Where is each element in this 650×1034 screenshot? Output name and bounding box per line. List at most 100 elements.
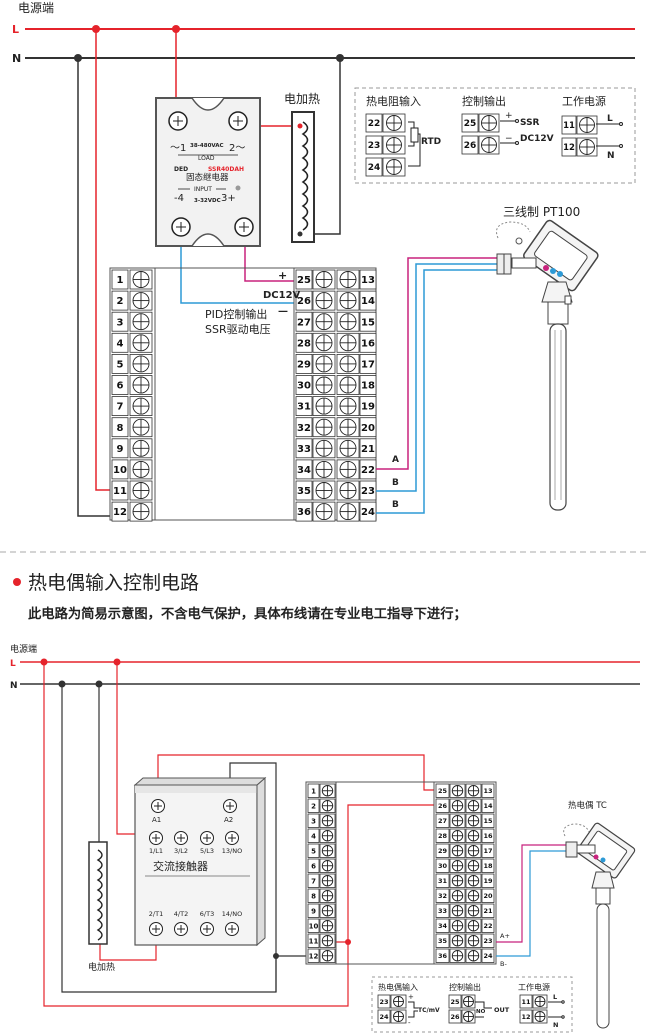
legend-rtd-label: RTD bbox=[421, 137, 441, 147]
terminal-screw-icon bbox=[129, 332, 153, 353]
svg-text:20: 20 bbox=[483, 892, 493, 900]
d2-live-label: L bbox=[10, 659, 16, 669]
legend2-out-label: OUT bbox=[494, 1006, 510, 1014]
svg-text:21: 21 bbox=[483, 907, 493, 915]
terminal-screw-icon bbox=[319, 783, 336, 798]
svg-text:10: 10 bbox=[309, 922, 319, 930]
controller-terminal-label: 6 bbox=[111, 375, 129, 395]
d2-wire-a1-term25 bbox=[157, 754, 450, 795]
svg-text:23: 23 bbox=[379, 998, 388, 1006]
controller-terminal-label: 24 bbox=[359, 501, 377, 522]
controller-terminal-label: 13 bbox=[481, 783, 495, 798]
svg-text:12: 12 bbox=[113, 507, 127, 518]
controller-terminal-label: 13 bbox=[359, 269, 377, 290]
svg-text:21: 21 bbox=[361, 444, 375, 455]
section-note: 此电路为简易示意图，不含电气保护，具体布线请在专业电工指导下进行； bbox=[28, 605, 467, 622]
terminal-screw-icon bbox=[465, 903, 482, 918]
controller-terminal-label: 1 bbox=[111, 269, 129, 290]
controller-terminal-label: 16 bbox=[359, 332, 377, 353]
contactor-terminal-screw-icon bbox=[200, 922, 214, 936]
controller-terminal-label: 20 bbox=[481, 888, 495, 903]
solid-state-relay: ～1 38-480VAC 2～ LOAD DED SSR40DAH 固态继电器 … bbox=[155, 97, 261, 247]
ssr-label-minus4: -4 bbox=[174, 193, 184, 204]
terminal-screw-icon bbox=[390, 1009, 407, 1024]
svg-text:8: 8 bbox=[311, 892, 316, 900]
terminal-screw-icon bbox=[312, 311, 336, 332]
d2-junction bbox=[345, 939, 351, 945]
d2-sensor-wire-b bbox=[496, 850, 570, 957]
terminal-screw-icon bbox=[129, 480, 153, 501]
svg-text:36: 36 bbox=[438, 952, 448, 960]
legend-terminal-label: 25 bbox=[448, 994, 462, 1009]
legend-power-title: 工作电源 bbox=[562, 94, 606, 108]
contactor-terminal-screw-icon bbox=[200, 831, 214, 845]
terminal-screw-icon bbox=[312, 290, 336, 311]
controller-terminal-label: 29 bbox=[295, 353, 313, 374]
controller-terminal-label: 11 bbox=[307, 933, 320, 948]
svg-text:18: 18 bbox=[483, 862, 493, 870]
controller-terminal-label: 32 bbox=[295, 417, 313, 438]
svg-text:12: 12 bbox=[309, 952, 319, 960]
contactor-terminal-label: 1/L1 bbox=[149, 847, 163, 855]
controller-terminal-label: 25 bbox=[295, 269, 313, 290]
terminal-screw-icon bbox=[319, 873, 336, 888]
svg-text:9: 9 bbox=[117, 444, 124, 455]
controller-terminal-label: 31 bbox=[435, 873, 450, 888]
d2-controller-terminal-block: 1234567891011122526272829303132333435361… bbox=[305, 781, 497, 965]
d1-dc-minus: — bbox=[278, 306, 288, 317]
terminal-screw-icon bbox=[449, 783, 466, 798]
controller-terminal-label: 14 bbox=[359, 290, 377, 311]
d1-wire-heater-neutral bbox=[312, 58, 341, 235]
d1-sensor-wire-a bbox=[376, 257, 500, 470]
svg-text:1: 1 bbox=[311, 787, 316, 795]
controller-terminal-label: 12 bbox=[307, 948, 320, 963]
controller-terminal-label: 6 bbox=[307, 858, 320, 873]
svg-text:14: 14 bbox=[483, 802, 493, 810]
terminal-screw-icon bbox=[465, 858, 482, 873]
svg-text:33: 33 bbox=[297, 444, 311, 455]
d2-wire-term26 bbox=[347, 804, 450, 942]
controller-terminal-label: 31 bbox=[295, 396, 313, 417]
contactor-terminal-label: 14/NO bbox=[222, 910, 242, 918]
svg-text:18: 18 bbox=[361, 381, 375, 392]
controller-terminal-label: 2 bbox=[111, 290, 129, 311]
ssr-voltage-ac: 38-480VAC bbox=[190, 143, 224, 149]
controller-terminal-label: 22 bbox=[359, 459, 377, 480]
svg-text:10: 10 bbox=[113, 465, 127, 476]
svg-text:11: 11 bbox=[563, 121, 575, 131]
controller-terminal-label: 17 bbox=[481, 843, 495, 858]
d1-wire-ssr4-term26 bbox=[180, 235, 312, 304]
terminal-screw-icon bbox=[465, 813, 482, 828]
ssr-terminal-2 bbox=[228, 111, 248, 131]
svg-text:29: 29 bbox=[297, 360, 311, 371]
controller-terminal-label: 14 bbox=[481, 798, 495, 813]
legend2-power-title: 工作电源 bbox=[518, 982, 550, 992]
svg-text:19: 19 bbox=[361, 402, 375, 413]
legend2-tc-title: 热电偶输入 bbox=[378, 982, 418, 992]
svg-text:4: 4 bbox=[311, 832, 316, 840]
diagram-rtd: 电源端 L N bbox=[12, 1, 636, 522]
terminal-screw-icon bbox=[319, 948, 336, 963]
legend-plus: + bbox=[505, 111, 513, 121]
svg-text:22: 22 bbox=[368, 119, 381, 129]
ssr-model: SSR40DAH bbox=[208, 166, 244, 173]
d2-sensor-wire-a bbox=[496, 844, 570, 943]
d1-ssr-drive-label: SSR驱动电压 bbox=[205, 323, 271, 336]
controller-terminal-label: 5 bbox=[307, 843, 320, 858]
controller-terminal-label: 25 bbox=[435, 783, 450, 798]
ssr-terminal-3 bbox=[234, 217, 254, 237]
svg-text:24: 24 bbox=[379, 1013, 389, 1021]
legend2-plus: + bbox=[408, 993, 414, 1001]
svg-text:11: 11 bbox=[309, 937, 319, 945]
legend-terminal-label: 26 bbox=[461, 135, 479, 155]
terminal-screw-icon bbox=[312, 438, 336, 459]
svg-text:25: 25 bbox=[438, 787, 448, 795]
svg-text:33: 33 bbox=[438, 907, 447, 915]
d1-wire-b-label: B bbox=[392, 478, 399, 488]
svg-text:25: 25 bbox=[297, 275, 311, 286]
terminal-screw-icon bbox=[532, 994, 548, 1009]
controller-terminal-label: 7 bbox=[307, 873, 320, 888]
controller-terminal-label: 35 bbox=[435, 933, 450, 948]
controller-terminal-label: 21 bbox=[359, 438, 377, 459]
svg-text:31: 31 bbox=[438, 877, 448, 885]
